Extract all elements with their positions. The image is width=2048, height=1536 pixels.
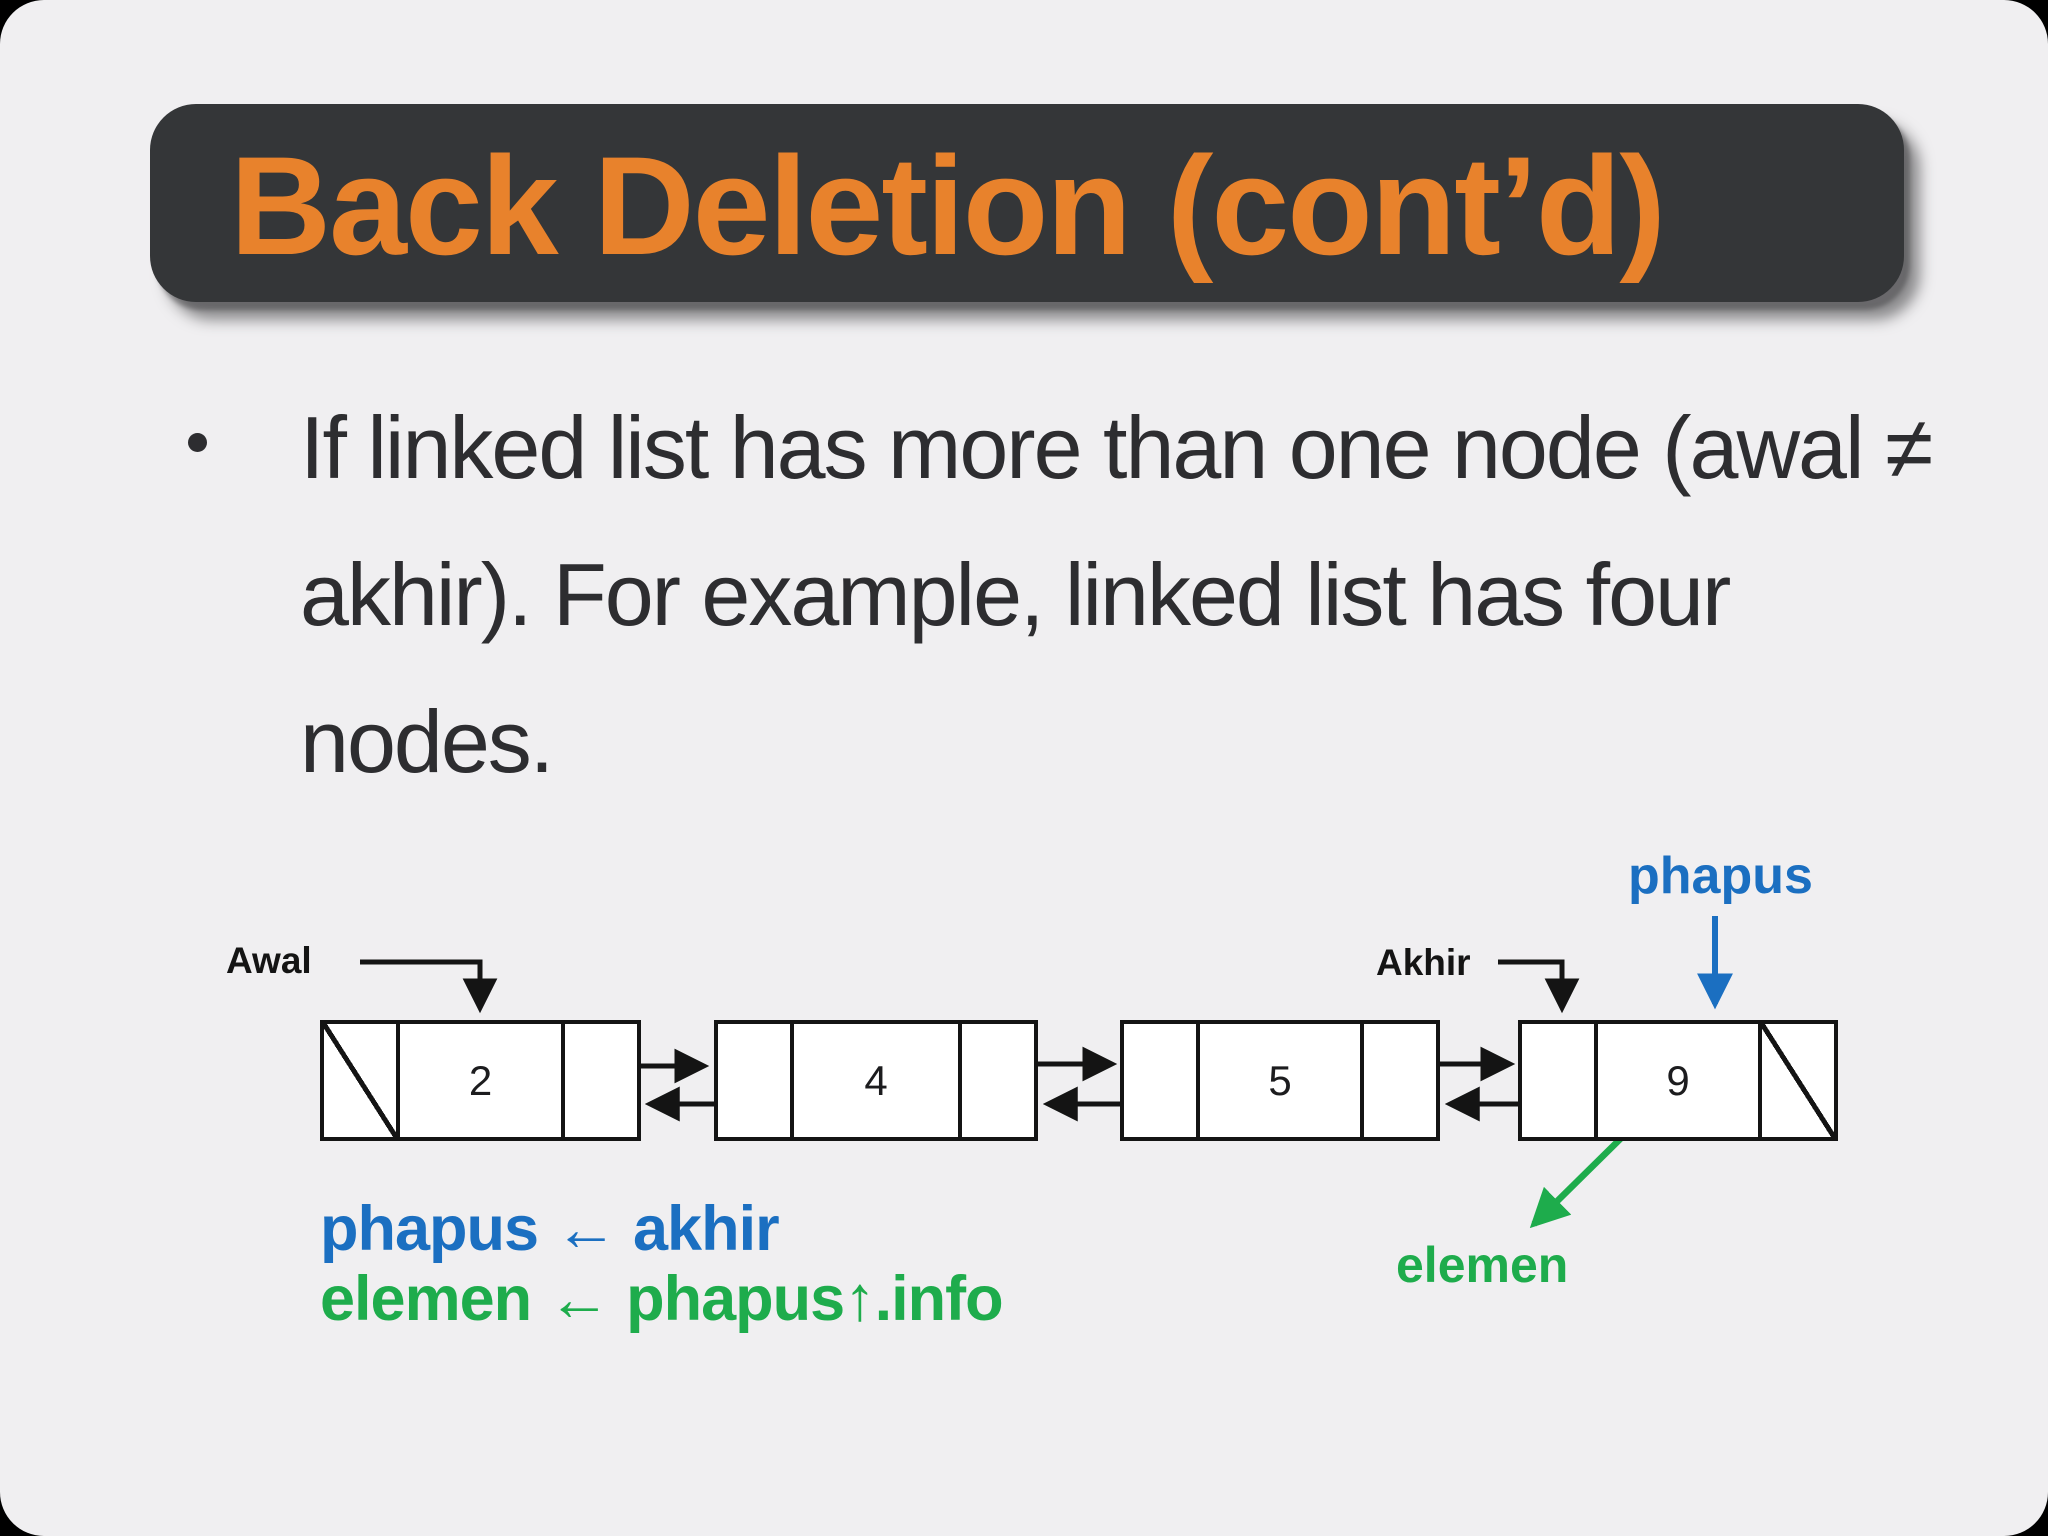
list-node: 9 bbox=[1518, 1020, 1838, 1141]
phapus-pointer-label: phapus bbox=[1628, 847, 1813, 905]
bullet-item: If linked list has more than one node (a… bbox=[300, 374, 2000, 815]
bullet-marker bbox=[188, 433, 207, 452]
node-value: 9 bbox=[1666, 1056, 1690, 1104]
elemen-label: elemen bbox=[1396, 1237, 1569, 1293]
slide-title: Back Deletion (cont’d) bbox=[230, 127, 1666, 284]
bullet-line: If linked list has more than one node (a… bbox=[300, 398, 1933, 497]
prev-pointer-cell bbox=[1124, 1024, 1200, 1137]
list-node: 5 bbox=[1120, 1020, 1440, 1141]
next-pointer-cell-null bbox=[1758, 1024, 1834, 1137]
prev-pointer-cell-null bbox=[324, 1024, 400, 1137]
next-pointer-cell bbox=[561, 1024, 637, 1137]
list-node: 4 bbox=[714, 1020, 1038, 1141]
bullet-line: nodes. bbox=[300, 692, 554, 791]
node-value: 4 bbox=[864, 1056, 888, 1104]
pseudocode-line-2: elemen ← phapus↑.info bbox=[320, 1264, 1004, 1334]
tail-pointer-label: Akhir bbox=[1376, 942, 1471, 983]
prev-pointer-cell bbox=[718, 1024, 794, 1137]
next-pointer-cell bbox=[1360, 1024, 1436, 1137]
bullet-line: akhir). For example, linked list has fou… bbox=[300, 545, 1731, 644]
head-pointer-label: Awal bbox=[226, 940, 312, 981]
list-node: 2 bbox=[320, 1020, 641, 1141]
prev-pointer-cell bbox=[1522, 1024, 1598, 1137]
head-pointer-arrow bbox=[360, 959, 498, 1014]
node-value: 5 bbox=[1268, 1056, 1292, 1104]
node-value: 2 bbox=[468, 1056, 493, 1104]
pseudocode-line-1: phapus ← akhir bbox=[320, 1194, 780, 1264]
title-banner: Back Deletion (cont’d) bbox=[150, 104, 1904, 302]
tail-pointer-arrow bbox=[1498, 959, 1580, 1014]
next-pointer-cell bbox=[958, 1024, 1034, 1137]
